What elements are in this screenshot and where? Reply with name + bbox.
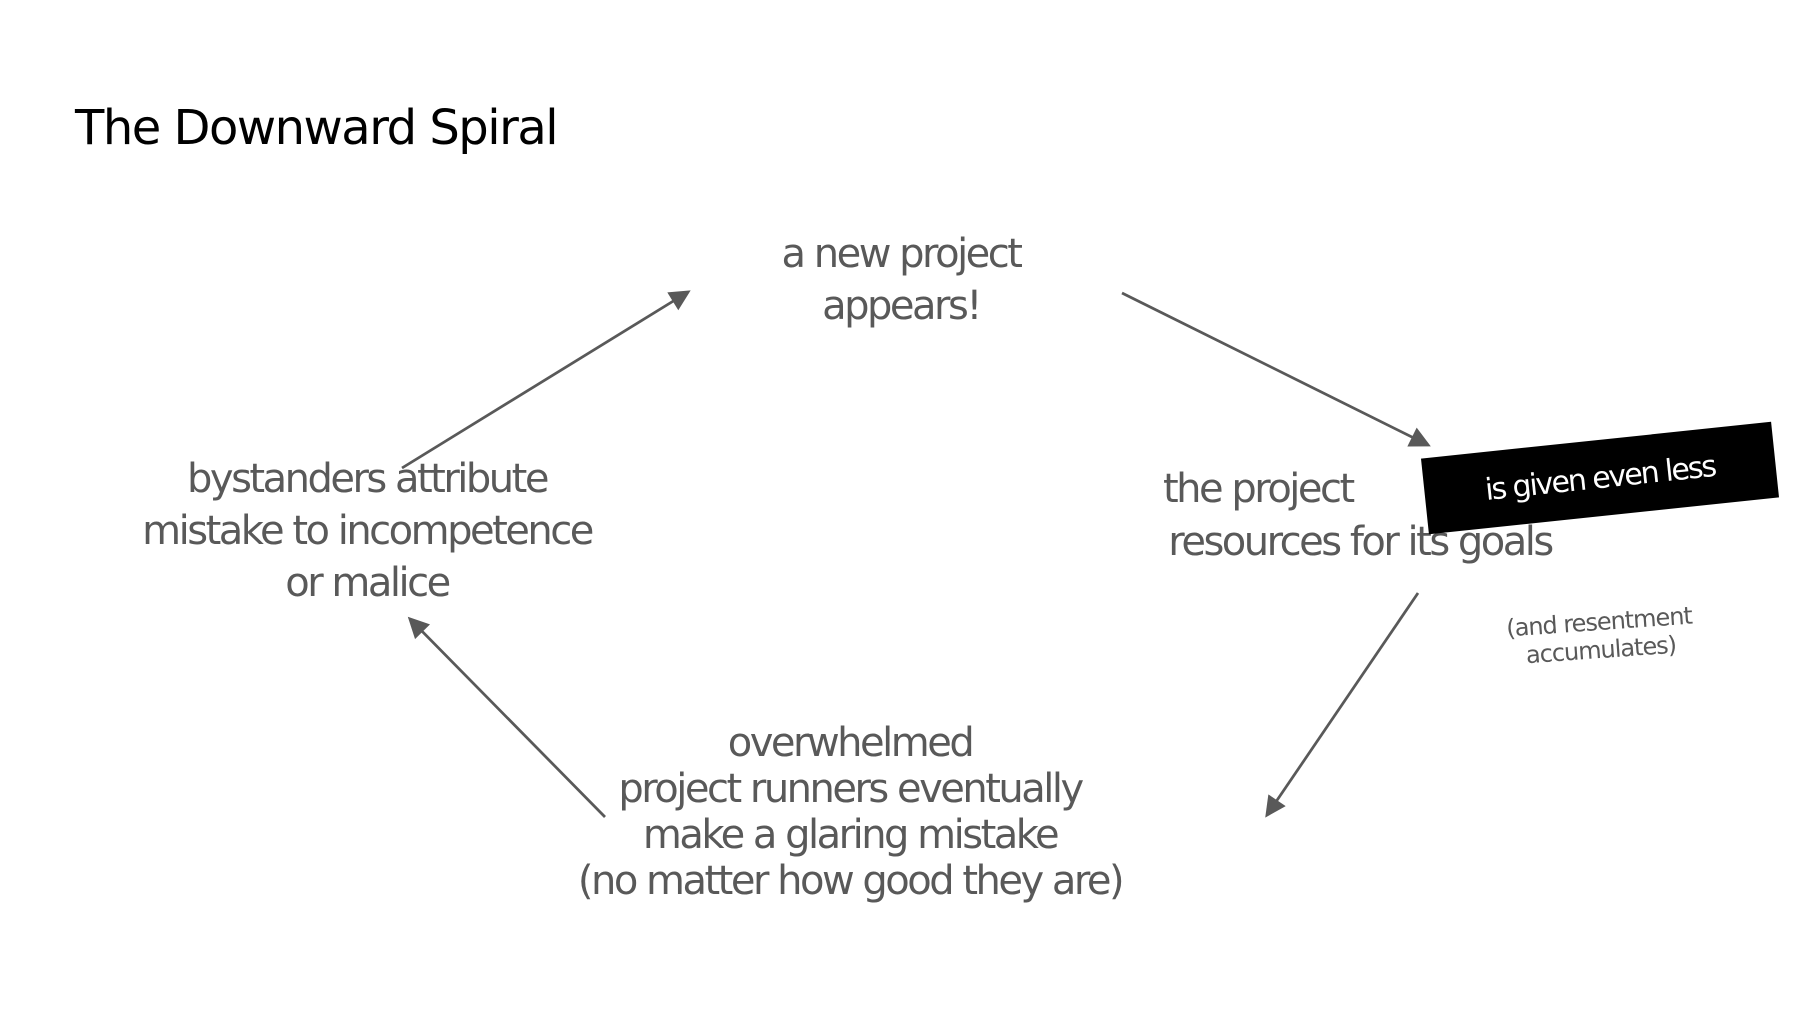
node-new-project-line1: a new project	[781, 231, 1023, 277]
node-overwhelmed-line3: make a glaring mistake	[642, 812, 1060, 858]
node-overwhelmed-line4: (no matter how good they are)	[577, 858, 1125, 904]
node-overwhelmed-line1: overwhelmed	[727, 720, 975, 766]
node-bystanders-line3: or malice	[285, 560, 451, 606]
redaction-label: is given even less	[1483, 448, 1717, 508]
arrow-project-resources-to-overwhelmed	[1265, 592, 1420, 818]
node-bystanders-attribute: bystanders attribute mistake to incompet…	[142, 453, 594, 609]
arrow-overwhelmed-to-bystanders	[407, 616, 606, 818]
arrow-bystanders-to-new-project	[401, 290, 691, 470]
node-new-project: a new project appears!	[781, 228, 1023, 332]
node-overwhelmed-line2: project runners eventually	[618, 766, 1084, 812]
node-new-project-line2: appears!	[822, 283, 982, 329]
arrow-new-project-to-project-resources	[1121, 291, 1431, 447]
diagram-title: The Downward Spiral	[75, 100, 559, 156]
node-project-resources-line1: the project	[1163, 466, 1355, 512]
resentment-note: (and resentment accumulates)	[1505, 602, 1694, 671]
node-bystanders-line1: bystanders attribute	[187, 456, 549, 502]
node-overwhelmed-mistake: overwhelmed project runners eventually m…	[577, 720, 1125, 904]
node-bystanders-line2: mistake to incompetence	[142, 508, 594, 554]
redaction-box: is given even less	[1420, 421, 1780, 535]
